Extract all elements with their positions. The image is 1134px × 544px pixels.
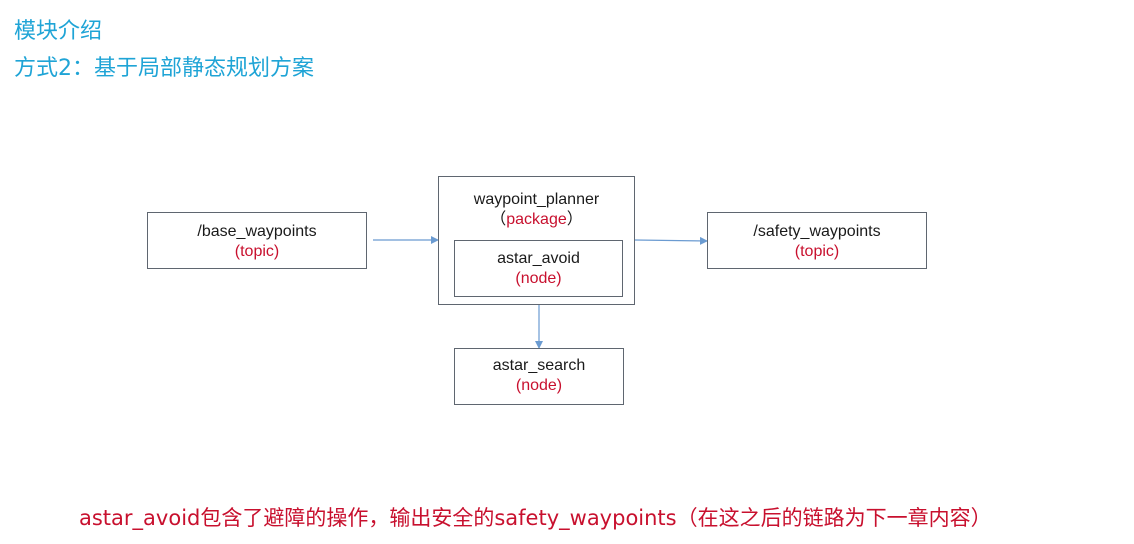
arrow-planner-to-safety [634,236,708,245]
node-type-label: (node) [515,377,563,394]
page-subtitle: 方式2：基于局部静态规划方案 [14,56,314,81]
footer-note: astar_avoid包含了避障的操作，输出安全的safety_waypoint… [79,506,992,530]
topic-type-label: (topic) [234,243,280,260]
topic-name: /base_waypoints [197,223,317,240]
topic-type-label: (topic) [794,243,840,260]
package-type-label: （package） [490,211,583,228]
node-astar-search: astar_search (node) [454,348,624,405]
page-title: 模块介绍 [14,19,103,44]
node-type-label: (node) [515,270,562,287]
topic-safety-waypoints: /safety_waypoints (topic) [707,212,927,269]
node-name: astar_search [492,357,586,374]
node-name: astar_avoid [497,250,580,267]
topic-name: /safety_waypoints [753,223,881,240]
node-astar-avoid: astar_avoid (node) [454,240,623,297]
package-name: waypoint_planner [473,191,600,208]
topic-base-waypoints: /base_waypoints (topic) [147,212,367,269]
